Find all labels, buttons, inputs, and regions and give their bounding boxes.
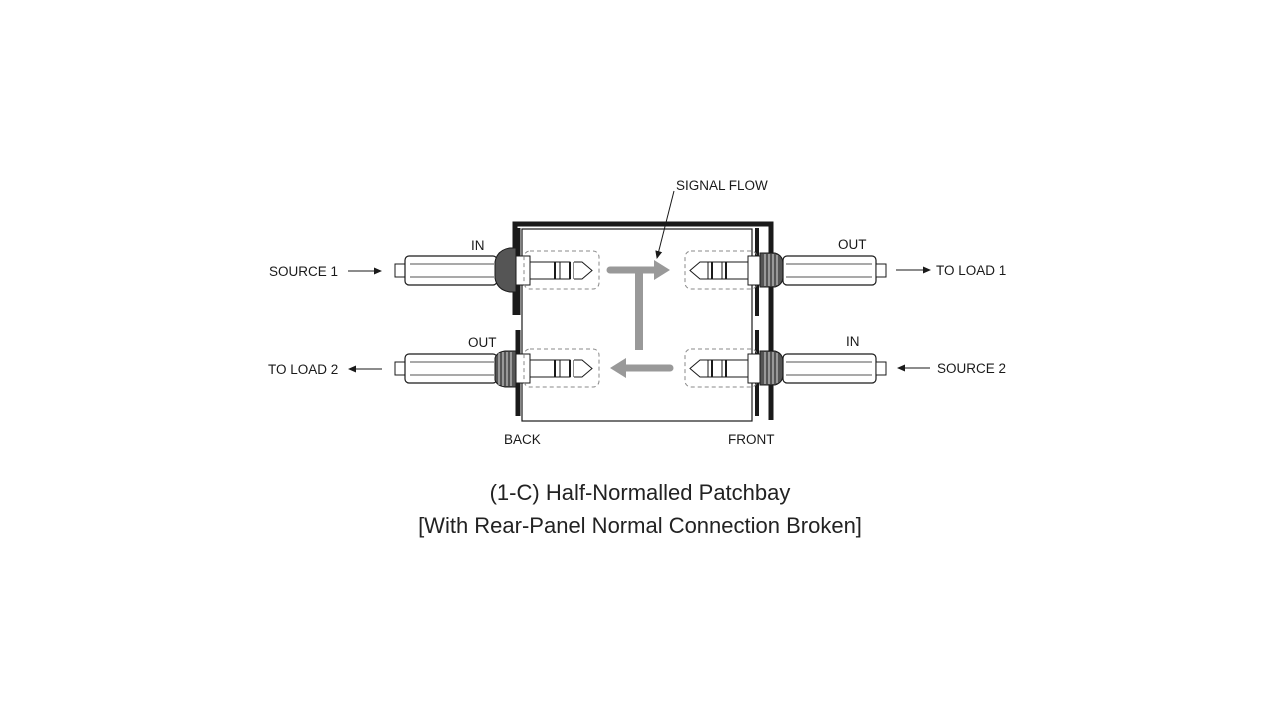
- plug-front-in: [684, 348, 887, 388]
- plug-front-out: [684, 250, 887, 290]
- back-out-label: OUT: [468, 335, 497, 350]
- source1-label: SOURCE 1: [269, 264, 338, 279]
- diagram-caption-subtitle: [With Rear-Panel Normal Connection Broke…: [418, 513, 862, 538]
- plug-back-in: [394, 247, 600, 293]
- source2-label: SOURCE 2: [937, 361, 1006, 376]
- to-load2-label: TO LOAD 2: [268, 362, 338, 377]
- back-in-label: IN: [471, 238, 485, 253]
- front-out-label: OUT: [838, 237, 867, 252]
- back-panel-label: BACK: [504, 432, 541, 447]
- signal-flow-label: SIGNAL FLOW: [676, 178, 768, 193]
- plug-back-out: [394, 348, 600, 388]
- to-load1-label: TO LOAD 1: [936, 263, 1006, 278]
- front-in-label: IN: [846, 334, 860, 349]
- signal-flow-arrows: [606, 260, 674, 378]
- diagram-caption-title: (1-C) Half-Normalled Patchbay: [489, 480, 791, 505]
- annotation-arrows: [348, 190, 931, 373]
- front-panel-label: FRONT: [728, 432, 775, 447]
